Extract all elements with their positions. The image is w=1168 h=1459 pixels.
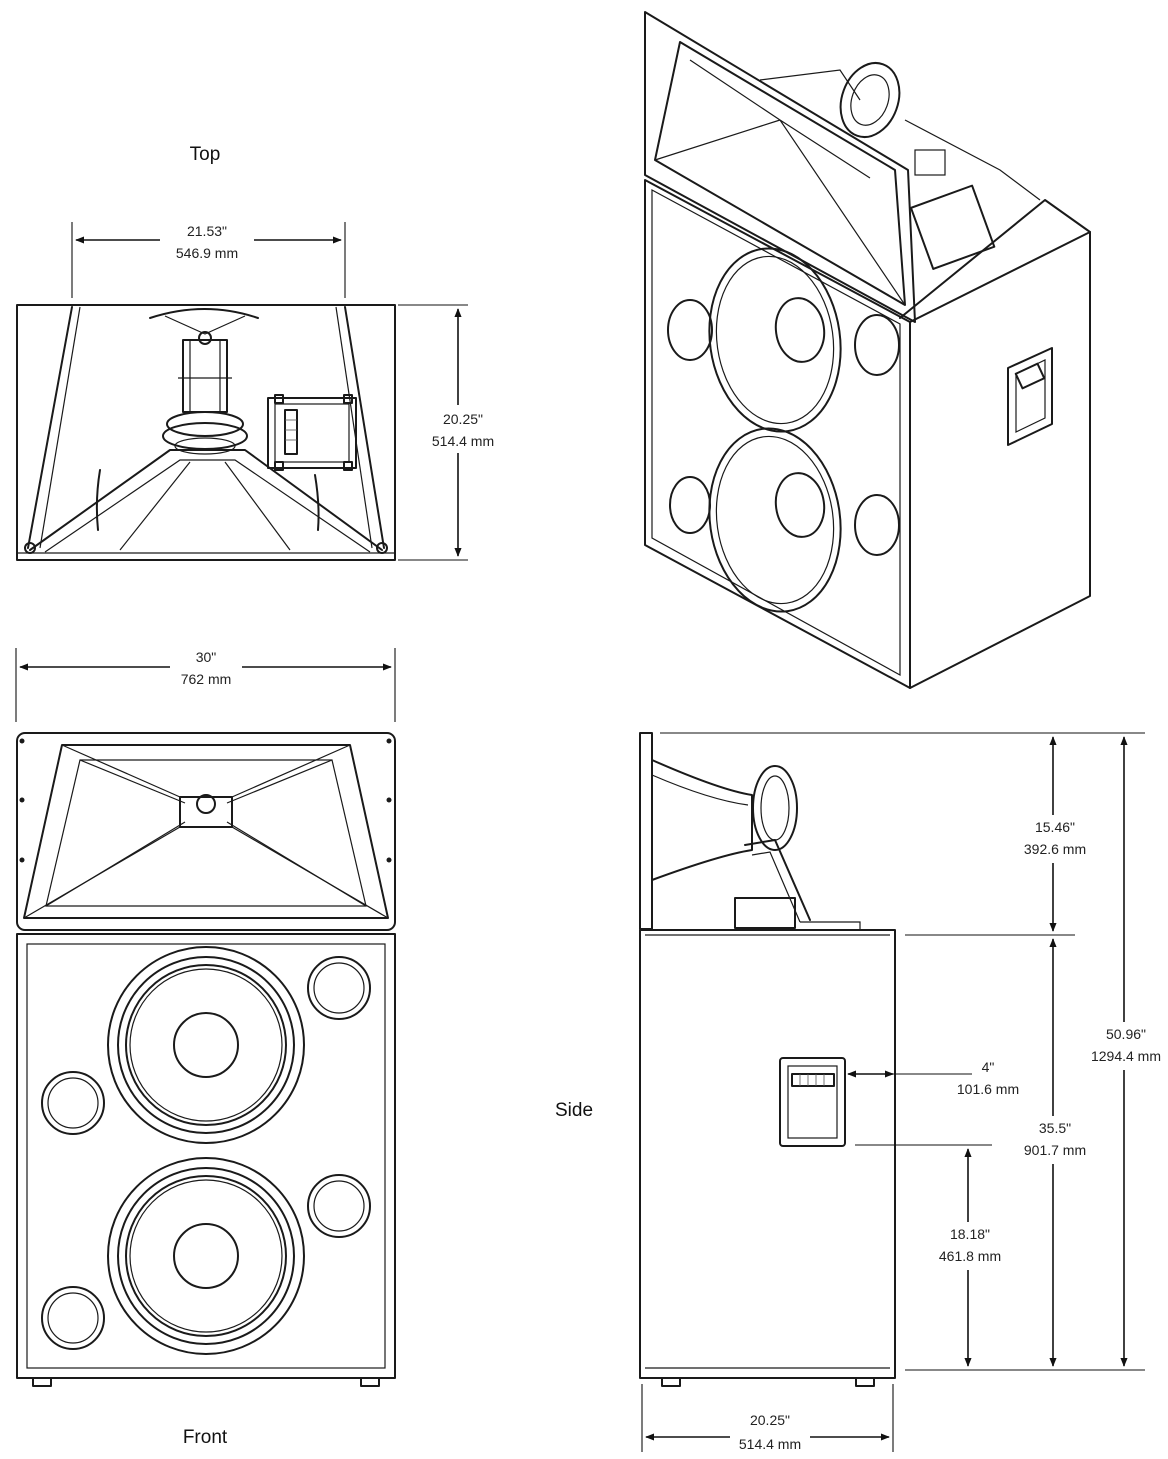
top-view: Top 21.53" 546.9 mm <box>16 144 502 561</box>
cab-height-mm: 901.7 mm <box>1024 1142 1086 1158</box>
side-view-label: Side <box>555 1100 593 1121</box>
panel-height-mm: 461.8 mm <box>939 1248 1001 1264</box>
top-width-in: 21.53" <box>187 223 227 239</box>
horn-height-in: 15.46" <box>1035 819 1075 835</box>
isometric-view <box>644 11 1091 689</box>
horn-height-mm: 392.6 mm <box>1024 841 1086 857</box>
side-view: Side 15.46" 392.6 mm <box>555 732 1166 1456</box>
front-view: 30" 762 mm Front <box>15 648 396 1448</box>
top-depth-mm: 514.4 mm <box>432 433 494 449</box>
top-width-mm: 546.9 mm <box>176 245 238 261</box>
side-depth-mm: 514.4 mm <box>739 1436 801 1452</box>
panel-offset-mm: 101.6 mm <box>957 1081 1019 1097</box>
total-height-in: 50.96" <box>1106 1026 1146 1042</box>
panel-offset-in: 4" <box>982 1059 995 1075</box>
front-width-in: 30" <box>196 649 217 665</box>
top-view-label: Top <box>190 144 221 165</box>
top-depth-in: 20.25" <box>443 411 483 427</box>
total-height-mm: 1294.4 mm <box>1091 1048 1161 1064</box>
side-depth-in: 20.25" <box>750 1412 790 1428</box>
front-width-mm: 762 mm <box>181 671 232 687</box>
cab-height-in: 35.5" <box>1039 1120 1071 1136</box>
panel-height-in: 18.18" <box>950 1226 990 1242</box>
front-view-label: Front <box>183 1427 228 1448</box>
